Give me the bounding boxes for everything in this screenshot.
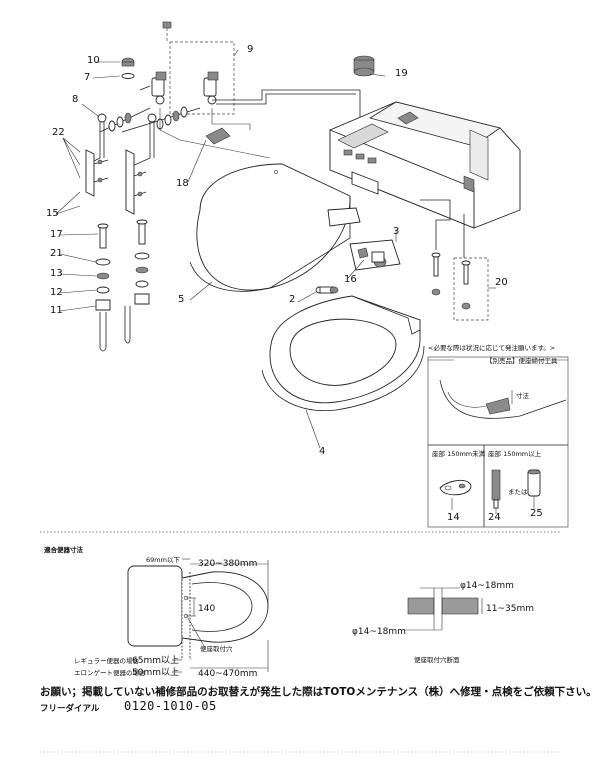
valve-right-icon <box>203 71 219 105</box>
wrench-tool-icon <box>439 479 472 496</box>
dim-thickness: 11~35mm <box>486 604 534 614</box>
part-2-pin-icon <box>315 286 339 294</box>
phone-label: フリーダイアル <box>40 704 100 714</box>
part-label-18: 18 <box>176 178 189 189</box>
inset-note: <必要な際は状況に応じて発注願います。> <box>428 343 555 352</box>
inset-tool-title: 【別売品】便座締付工具 <box>486 356 558 365</box>
part-label-21: 21 <box>50 248 63 259</box>
bowl-dimension-drawing: 69mm以下 320~380mm 140 便座取付穴 レギュラー便器の場合 65… <box>74 556 269 679</box>
part-label-16: 16 <box>344 274 357 285</box>
part-label-24: 24 <box>488 512 501 523</box>
mounting-bracket-left-icon <box>85 149 147 215</box>
part-label-7: 7 <box>84 72 90 83</box>
part-9-group-box <box>169 41 235 115</box>
part-5-lid-icon <box>189 163 361 292</box>
elongated-bowl-label: エロンゲート便器の場合 <box>74 668 146 677</box>
washlet-body-icon <box>329 101 521 229</box>
part-label-17: 17 <box>50 229 63 240</box>
section-drawing-label: 便座取付穴断面 <box>414 655 460 664</box>
hole-section-drawing: φ14~18mm φ14~18mm 11~35mm 便座取付穴断面 <box>352 581 534 664</box>
regular-bowl-value: 65mm以上 <box>132 655 179 666</box>
bolt-stack-left-icon <box>95 223 111 352</box>
part-label-5: 5 <box>178 294 184 305</box>
valve-left-icon <box>139 71 167 105</box>
bracket-rods-icon <box>91 106 201 169</box>
part-7-washer-icon <box>121 73 135 79</box>
inset-over-label: 座部 150mm以上 <box>488 449 542 458</box>
part-18-clip-icon <box>205 127 231 145</box>
part-label-4: 4 <box>319 446 325 457</box>
part-20-group-box <box>453 257 489 321</box>
inset-dim-label: 寸法 <box>516 391 530 400</box>
phone-number: 0120-1010-05 <box>124 699 217 713</box>
inset-over-box <box>483 444 569 528</box>
elongated-bowl-value: 50mm以上 <box>132 667 179 678</box>
dim-hole-dia-top: φ14~18mm <box>460 581 514 591</box>
tank-outline-icon <box>127 565 183 647</box>
part-3-hinge-plate-icon <box>349 239 401 271</box>
dim-width-range: 320~380mm <box>198 559 257 569</box>
fit-section-title: 適合便器寸法 <box>44 546 83 554</box>
tool-inset: <必要な際は状況に応じて発注願います。> 【別売品】便座締付工具 寸法 座部 1… <box>427 343 569 528</box>
socket-tool-icon <box>491 469 501 501</box>
part-label-2: 2 <box>289 294 295 305</box>
dim-hole-dia-bottom: φ14~18mm <box>352 627 406 637</box>
part-label-9: 9 <box>247 44 253 55</box>
part-label-13: 13 <box>50 268 63 279</box>
part-label-12: 12 <box>50 287 63 298</box>
part-label-19: 19 <box>395 68 408 79</box>
part-label-25: 25 <box>530 508 543 519</box>
part-label-10: 10 <box>87 55 100 66</box>
dim-hole-spacing: 140 <box>198 604 215 614</box>
regular-bowl-label: レギュラー便器の場合 <box>74 656 140 665</box>
part-20-bolt-icon <box>431 252 471 310</box>
dim-hole-label: 便座取付穴 <box>200 644 233 653</box>
part-label-11: 11 <box>50 305 63 316</box>
cap-icon <box>162 21 172 29</box>
inset-or-label: または <box>508 488 528 496</box>
part-label-20: 20 <box>495 277 508 288</box>
repair-notice: お願い；掲載していない補修部品のお取替えが発生した際はTOTOメンテナンス（株）… <box>40 686 597 698</box>
dim-width-top: 69mm以下 <box>146 556 180 564</box>
part-19-knob-icon <box>353 55 375 77</box>
part-label-15: 15 <box>46 208 59 219</box>
dim-length-range: 440~470mm <box>198 669 257 679</box>
part-label-3: 3 <box>393 226 399 237</box>
part-4-seat-ring-icon <box>261 295 425 412</box>
part-label-22: 22 <box>52 127 65 138</box>
bolt-stack-right-icon <box>124 219 150 344</box>
part-label-8: 8 <box>72 94 78 105</box>
part-label-14: 14 <box>447 512 460 523</box>
inset-under-label: 座部 150mm未満 <box>432 449 486 458</box>
